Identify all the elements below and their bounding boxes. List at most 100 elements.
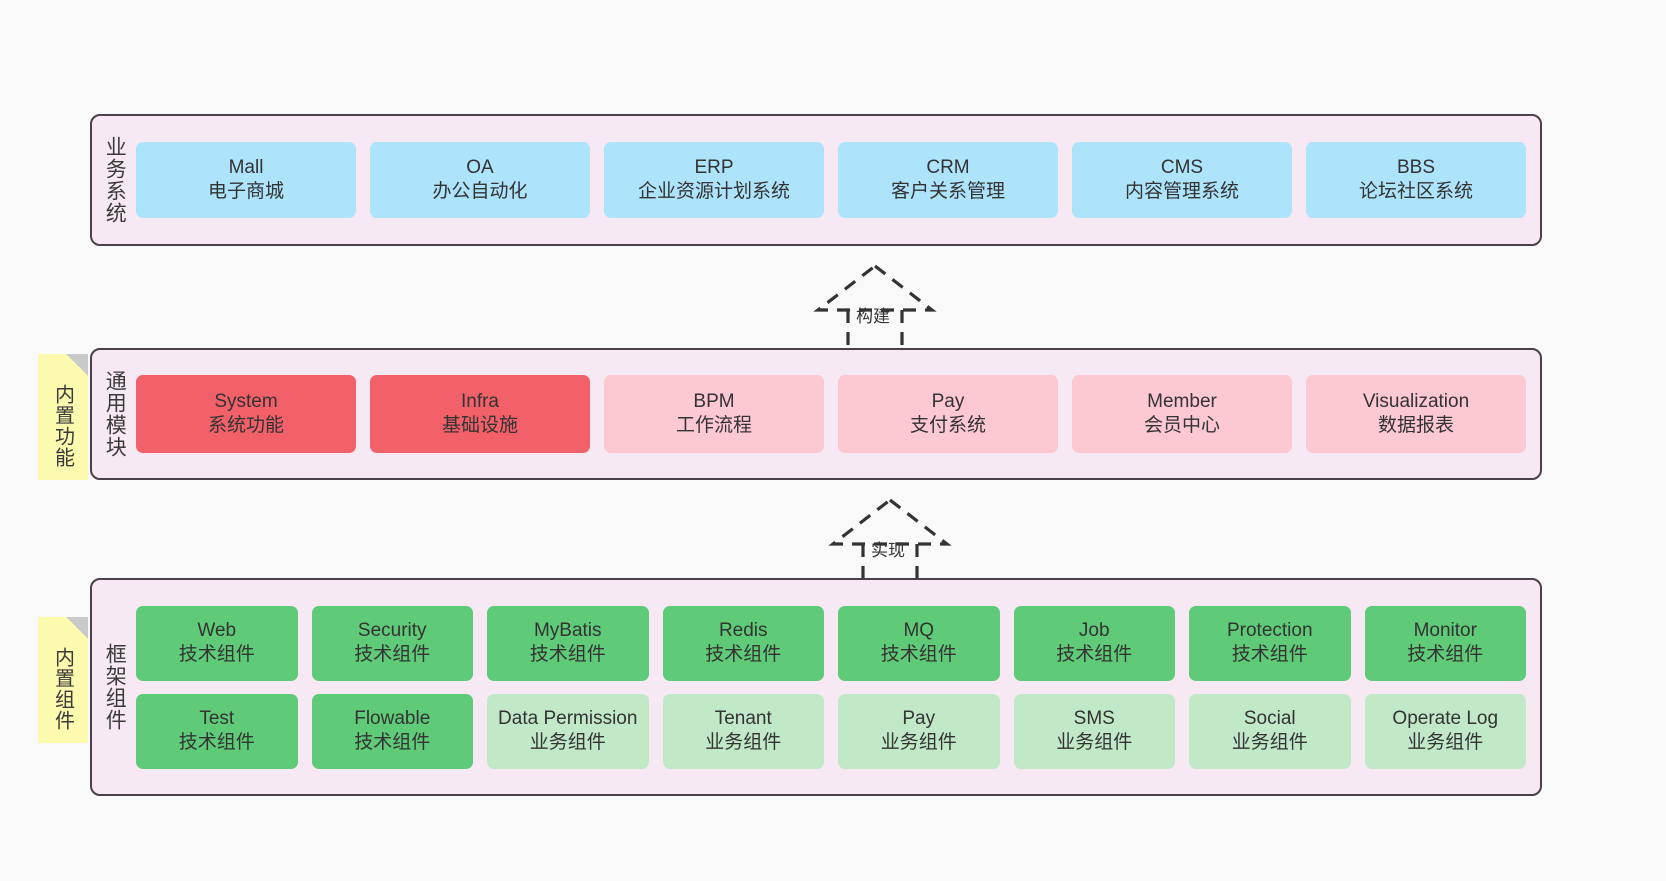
node-subtitle: 客户关系管理 (890, 181, 1005, 202)
node-subtitle: 支付系统 (909, 415, 986, 436)
node-mq[interactable]: MQ 技术组件 (838, 605, 1000, 681)
arrowhead-triangle (828, 497, 952, 546)
layer-common-module: 通用模块 System 系统功能 Infra 基础设施 BPM 工作流程 Pay… (90, 348, 1542, 480)
node-subtitle: 技术组件 (1056, 644, 1133, 665)
node-title: CRM (926, 156, 970, 178)
node-subtitle: 技术组件 (705, 644, 782, 665)
node-title: Test (199, 707, 235, 729)
node-subtitle: 技术组件 (354, 644, 431, 665)
node-visualization[interactable]: Visualization 数据报表 (1306, 375, 1526, 453)
connector-build: 构建 (800, 262, 950, 352)
layer-title-business-system: 业务系统 (103, 136, 127, 224)
node-title: BBS (1396, 156, 1436, 178)
layer-body-framework-component: Web 技术组件 Security 技术组件 MyBatis 技术组件 Redi… (136, 580, 1540, 794)
layer-title-common-module: 通用模块 (103, 370, 127, 458)
sticky-note-label: 内置组件 (51, 647, 74, 731)
node-title: ERP (694, 156, 734, 178)
node-subtitle: 技术组件 (1407, 644, 1484, 665)
layer-body-common-module: System 系统功能 Infra 基础设施 BPM 工作流程 Pay 支付系统… (136, 350, 1540, 478)
node-redis[interactable]: Redis 技术组件 (662, 605, 824, 681)
node-data-permission[interactable]: Data Permission 业务组件 (487, 693, 649, 769)
node-subtitle: 业务组件 (529, 732, 606, 753)
connector-label-implement: 实现 (871, 541, 905, 560)
node-job[interactable]: Job 技术组件 (1013, 605, 1175, 681)
node-infra[interactable]: Infra 基础设施 (370, 375, 590, 453)
node-bbs[interactable]: BBS 论坛社区系统 (1306, 142, 1526, 218)
node-title: Flowable (354, 707, 431, 729)
node-pay-module[interactable]: Pay 支付系统 (838, 375, 1058, 453)
node-title: Web (197, 619, 237, 641)
node-protection[interactable]: Protection 技术组件 (1189, 605, 1351, 681)
node-subtitle: 技术组件 (529, 644, 606, 665)
node-title: Pay (931, 390, 965, 412)
node-mybatis[interactable]: MyBatis 技术组件 (487, 605, 649, 681)
component-row-tech: Web 技术组件 Security 技术组件 MyBatis 技术组件 Redi… (136, 605, 1526, 681)
node-tenant[interactable]: Tenant 业务组件 (662, 693, 824, 769)
node-subtitle: 电子商城 (207, 181, 284, 202)
node-crm[interactable]: CRM 客户关系管理 (838, 142, 1058, 218)
node-subtitle: 业务组件 (705, 732, 782, 753)
node-title: MQ (903, 619, 935, 641)
layer-framework-component: 框架组件 Web 技术组件 Security 技术组件 MyBatis 技术组件… (90, 578, 1542, 796)
connector-implement: 实现 (815, 496, 965, 586)
node-title: Pay (902, 707, 936, 729)
layer-business-system: 业务系统 Mall 电子商城 OA 办公自动化 ERP 企业资源计划系统 CRM… (90, 114, 1542, 246)
node-monitor[interactable]: Monitor 技术组件 (1364, 605, 1526, 681)
node-title: Mall (228, 156, 264, 178)
node-title: CMS (1160, 156, 1204, 178)
node-subtitle: 基础设施 (441, 415, 518, 436)
node-member[interactable]: Member 会员中心 (1072, 375, 1292, 453)
node-title: Social (1243, 707, 1296, 729)
node-cms[interactable]: CMS 内容管理系统 (1072, 142, 1292, 218)
node-title: SMS (1073, 707, 1115, 729)
node-subtitle: 技术组件 (1231, 644, 1308, 665)
node-title: Job (1078, 619, 1110, 641)
node-subtitle: 业务组件 (880, 732, 957, 753)
arrowhead-triangle (813, 263, 937, 312)
node-subtitle: 工作流程 (675, 415, 752, 436)
node-mall[interactable]: Mall 电子商城 (136, 142, 356, 218)
node-subtitle: 办公自动化 (432, 181, 528, 202)
sticky-note-builtin-feature: 内置功能 (38, 354, 88, 480)
node-security[interactable]: Security 技术组件 (311, 605, 473, 681)
node-subtitle: 系统功能 (207, 415, 284, 436)
sticky-note-builtin-component: 内置组件 (38, 617, 88, 743)
node-subtitle: 技术组件 (880, 644, 957, 665)
node-subtitle: 论坛社区系统 (1358, 181, 1473, 202)
node-subtitle: 技术组件 (354, 732, 431, 753)
layer-title-framework-component: 框架组件 (103, 643, 127, 731)
node-erp[interactable]: ERP 企业资源计划系统 (604, 142, 824, 218)
component-row-business: Test 技术组件 Flowable 技术组件 Data Permission … (136, 693, 1526, 769)
node-subtitle: 企业资源计划系统 (637, 181, 790, 202)
node-title: Security (357, 619, 427, 641)
node-pay-component[interactable]: Pay 业务组件 (838, 693, 1000, 769)
node-title: System (214, 390, 278, 412)
node-title: Data Permission (498, 707, 638, 729)
layer-body-business-system: Mall 电子商城 OA 办公自动化 ERP 企业资源计划系统 CRM 客户关系… (136, 116, 1540, 244)
node-sms[interactable]: SMS 业务组件 (1013, 693, 1175, 769)
connector-label-build: 构建 (856, 307, 890, 326)
sticky-note-label: 内置功能 (51, 384, 74, 468)
node-title: Operate Log (1392, 707, 1499, 729)
node-subtitle: 技术组件 (178, 644, 255, 665)
node-title: Member (1147, 390, 1217, 412)
node-subtitle: 业务组件 (1231, 732, 1308, 753)
node-title: Infra (460, 390, 500, 412)
node-title: Redis (718, 619, 768, 641)
node-subtitle: 数据报表 (1377, 415, 1454, 436)
node-subtitle: 技术组件 (178, 732, 255, 753)
node-social[interactable]: Social 业务组件 (1189, 693, 1351, 769)
node-bpm[interactable]: BPM 工作流程 (604, 375, 824, 453)
node-title: Monitor (1413, 619, 1477, 641)
node-oa[interactable]: OA 办公自动化 (370, 142, 590, 218)
node-web[interactable]: Web 技术组件 (136, 605, 298, 681)
node-subtitle: 内容管理系统 (1124, 181, 1239, 202)
node-operate-log[interactable]: Operate Log 业务组件 (1364, 693, 1526, 769)
node-subtitle: 会员中心 (1143, 415, 1220, 436)
node-test[interactable]: Test 技术组件 (136, 693, 298, 769)
node-flowable[interactable]: Flowable 技术组件 (311, 693, 473, 769)
node-title: MyBatis (533, 619, 602, 641)
node-system[interactable]: System 系统功能 (136, 375, 356, 453)
node-title: Protection (1226, 619, 1313, 641)
